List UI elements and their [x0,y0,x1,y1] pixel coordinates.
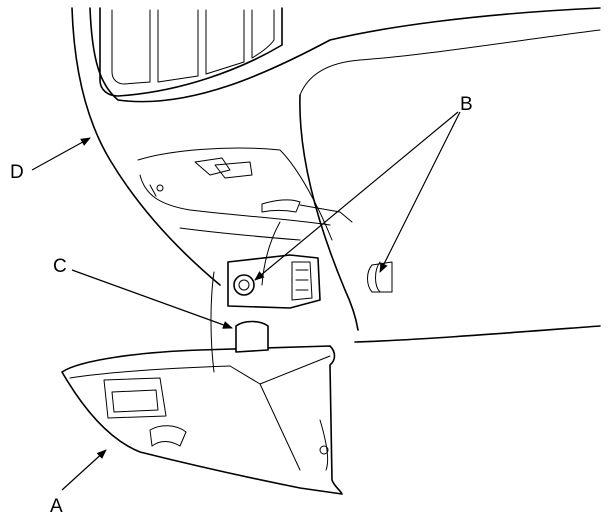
callout-d: D [10,162,24,183]
pin-left [233,274,255,296]
hinge-bracket [227,254,393,309]
dashboard-panel [71,7,601,343]
callout-b: B [460,94,473,115]
callout-leaders [31,111,461,491]
callout-c: C [53,256,67,277]
callout-a: A [50,496,63,517]
glove-box [61,221,343,495]
pin-right [367,261,393,293]
retaining-tab [235,320,269,353]
dashboard-vents [99,7,283,97]
